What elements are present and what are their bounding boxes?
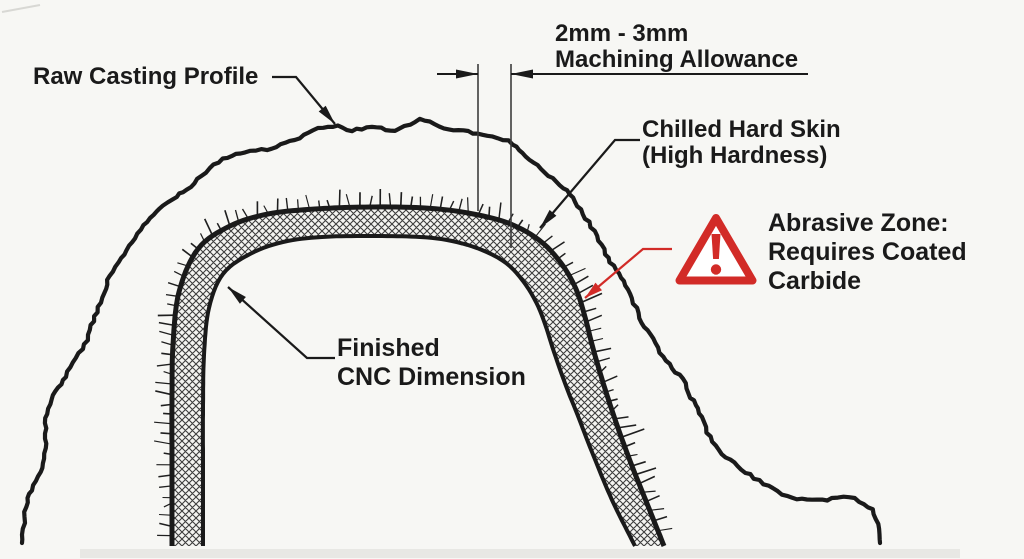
leader-abrasive-zone <box>584 247 672 299</box>
warning-triangle-icon <box>675 214 757 285</box>
band-inner-edge <box>200 234 637 547</box>
chilled-skin-band <box>153 188 673 547</box>
label-finished-2: CNC Dimension <box>337 363 526 391</box>
label-raw-casting-profile: Raw Casting Profile <box>33 63 258 90</box>
machining-allowance-dimension <box>437 64 808 248</box>
leader-arrow-icon <box>318 105 335 124</box>
label-chilled-skin-sub: (High Hardness) <box>642 142 827 169</box>
label-abrasive-zone-2: Requires Coated <box>768 238 967 266</box>
background-artifacts <box>1 4 960 558</box>
leader-arrow-icon <box>228 287 246 304</box>
label-chilled-skin: Chilled Hard Skin <box>642 116 841 143</box>
leader-chilled-skin <box>539 138 640 229</box>
cast-surface-spikes <box>153 188 673 537</box>
label-abrasive-zone: Abrasive Zone: <box>768 209 949 237</box>
label-allowance-caption: Machining Allowance <box>555 46 798 73</box>
dimension-arrow-left-icon <box>511 69 533 79</box>
leader-finished-dimension <box>227 286 335 360</box>
leader-arrow-icon <box>540 209 557 228</box>
leader-raw-casting <box>272 75 336 125</box>
dimension-arrow-right-icon <box>456 69 478 79</box>
label-allowance-value: 2mm - 3mm <box>555 20 688 47</box>
raw-casting-outline <box>19 116 883 546</box>
label-abrasive-zone-3: Carbide <box>768 267 861 295</box>
label-finished: Finished <box>337 334 440 362</box>
leader-arrow-icon <box>585 282 602 298</box>
band-outer-edge <box>169 204 667 547</box>
